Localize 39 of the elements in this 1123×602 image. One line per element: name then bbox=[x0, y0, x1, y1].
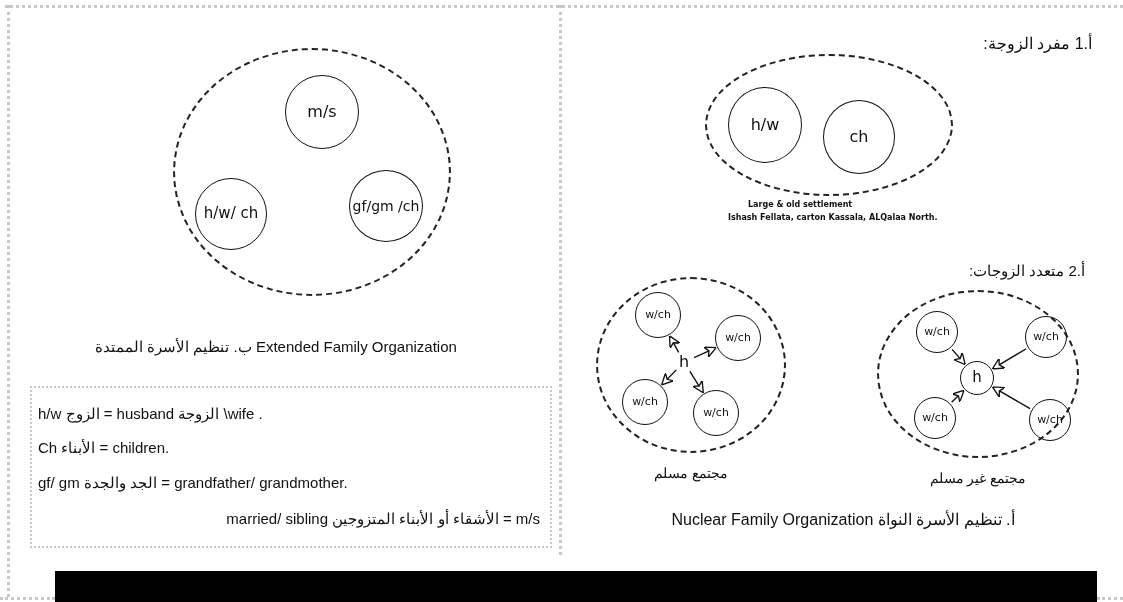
note: Ishash Fellata, carton Kassala, ALQalaa North. bbox=[728, 213, 938, 222]
arrow bbox=[950, 389, 965, 403]
heading: أ.1 مفرد الزوجة: bbox=[983, 34, 1092, 53]
node-label: h bbox=[972, 370, 982, 386]
arrow bbox=[991, 386, 1031, 410]
heading: أ.2 متعدد الزوجات: bbox=[968, 262, 1085, 280]
arrow bbox=[668, 335, 681, 354]
arrow bbox=[951, 348, 966, 366]
node-label: ch bbox=[849, 128, 869, 146]
node-label: w/ch bbox=[725, 332, 751, 344]
note: Large & old settlement bbox=[748, 200, 853, 209]
node-label: w/ch bbox=[703, 407, 729, 419]
legend-text: gf/ gm الجد والجدة = grandfather/ grandmother. bbox=[38, 474, 348, 492]
legend-text: m/s = الأشقاء أو الأبناء المتزوجين married/ sibling bbox=[226, 510, 540, 528]
dashed-circle bbox=[173, 48, 451, 296]
node-label: w/ch bbox=[1033, 331, 1059, 343]
node-label: w/ch bbox=[645, 309, 671, 321]
node-label: w/ch bbox=[632, 396, 658, 408]
node-label: h/w/ ch bbox=[203, 206, 259, 222]
node-label: w/ch bbox=[924, 326, 950, 338]
dashed-circle bbox=[596, 277, 786, 453]
legend-text: h/w الزوج = husband الزوجة \wife . bbox=[38, 405, 263, 423]
node-label: مجتمع غير مسلم bbox=[928, 470, 1028, 486]
arrow bbox=[661, 369, 678, 386]
arrow bbox=[991, 348, 1027, 370]
dashed-circle bbox=[705, 54, 953, 196]
arrow bbox=[689, 370, 704, 394]
caption: أ. تنظيم الأسرة النواة Nuclear Family Organization bbox=[671, 510, 1015, 529]
node-label: h/w bbox=[750, 116, 780, 134]
legend-text: Ch الأبناء = children. bbox=[38, 439, 170, 457]
dashed-circle bbox=[877, 290, 1079, 458]
caption: ب. تنظيم الأسرة الممتدة Extended Family Organization bbox=[95, 338, 457, 356]
node-label: مجتمع مسلم bbox=[653, 465, 729, 481]
node-label: m/s bbox=[307, 103, 337, 121]
node-label: w/ch bbox=[1037, 414, 1063, 426]
node-label: h bbox=[676, 353, 692, 371]
node-label: gf/gm /ch bbox=[352, 198, 420, 214]
arrow bbox=[693, 346, 717, 359]
node-label: w/ch bbox=[922, 412, 948, 424]
